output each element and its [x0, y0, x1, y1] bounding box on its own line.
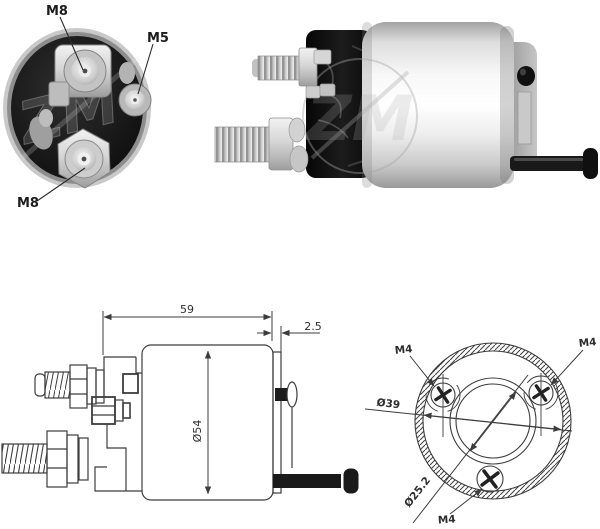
terminal-stud-lower — [214, 117, 309, 173]
m4-hole-top-left — [425, 374, 461, 437]
dim-center-bore-line — [412, 374, 529, 524]
m4-label-top-left: M4 — [394, 343, 413, 357]
dim-bolt-circle-label: Ø39 — [376, 397, 401, 412]
terminal-m8-top — [48, 44, 112, 107]
terminal-m5 — [118, 62, 152, 117]
drawing-rear-rivet — [275, 388, 290, 401]
terminal-stud-upper — [252, 47, 336, 99]
dim-center-bore-label: Ø25.2 — [402, 475, 433, 510]
terminal-label-m8-bottom: M8 — [17, 196, 39, 211]
terminal-label-m5: M5 — [147, 31, 169, 46]
rear-outer-circle — [414, 342, 572, 500]
dim-rear-label: 2.5 — [304, 320, 322, 333]
dim-rear-offset — [257, 326, 320, 380]
drawing-stud-lower — [1, 430, 89, 488]
side-view-photo: ZM — [214, 22, 598, 188]
terminal-m8-bottom — [57, 128, 111, 189]
front-view-photo: ZM — [3, 4, 169, 211]
rear-view-drawing — [364, 342, 584, 524]
leader-m4-top-left — [409, 355, 435, 387]
plunger-rod-head — [583, 148, 598, 179]
drawing-nut-mid — [91, 396, 131, 425]
drawing-rear-plate — [272, 351, 282, 494]
solenoid-body — [362, 22, 514, 188]
dim-diameter-label: Ø54 — [191, 420, 204, 443]
leader-m4-bottom — [449, 488, 483, 515]
leader-m8-top — [59, 16, 84, 71]
drawing-plunger-head — [342, 467, 360, 495]
drawing-plunger-rod — [273, 474, 341, 488]
leader-m5 — [137, 43, 154, 95]
drawing-stud-upper — [34, 364, 105, 409]
rear-stud-knob — [517, 66, 535, 86]
leader-m8-bottom — [36, 167, 86, 202]
terminal-label-m8-top: M8 — [46, 4, 68, 19]
m4-label-top-right: M4 — [578, 336, 597, 350]
dim-length — [102, 311, 273, 355]
side-view-drawing — [1, 311, 360, 501]
drawing-rivet-cap — [286, 381, 298, 408]
m4-label-bottom: M4 — [438, 513, 457, 526]
m4-hole-bottom — [476, 465, 504, 493]
dim-length-label: 59 — [180, 303, 194, 316]
leader-m4-top-right — [550, 349, 584, 386]
